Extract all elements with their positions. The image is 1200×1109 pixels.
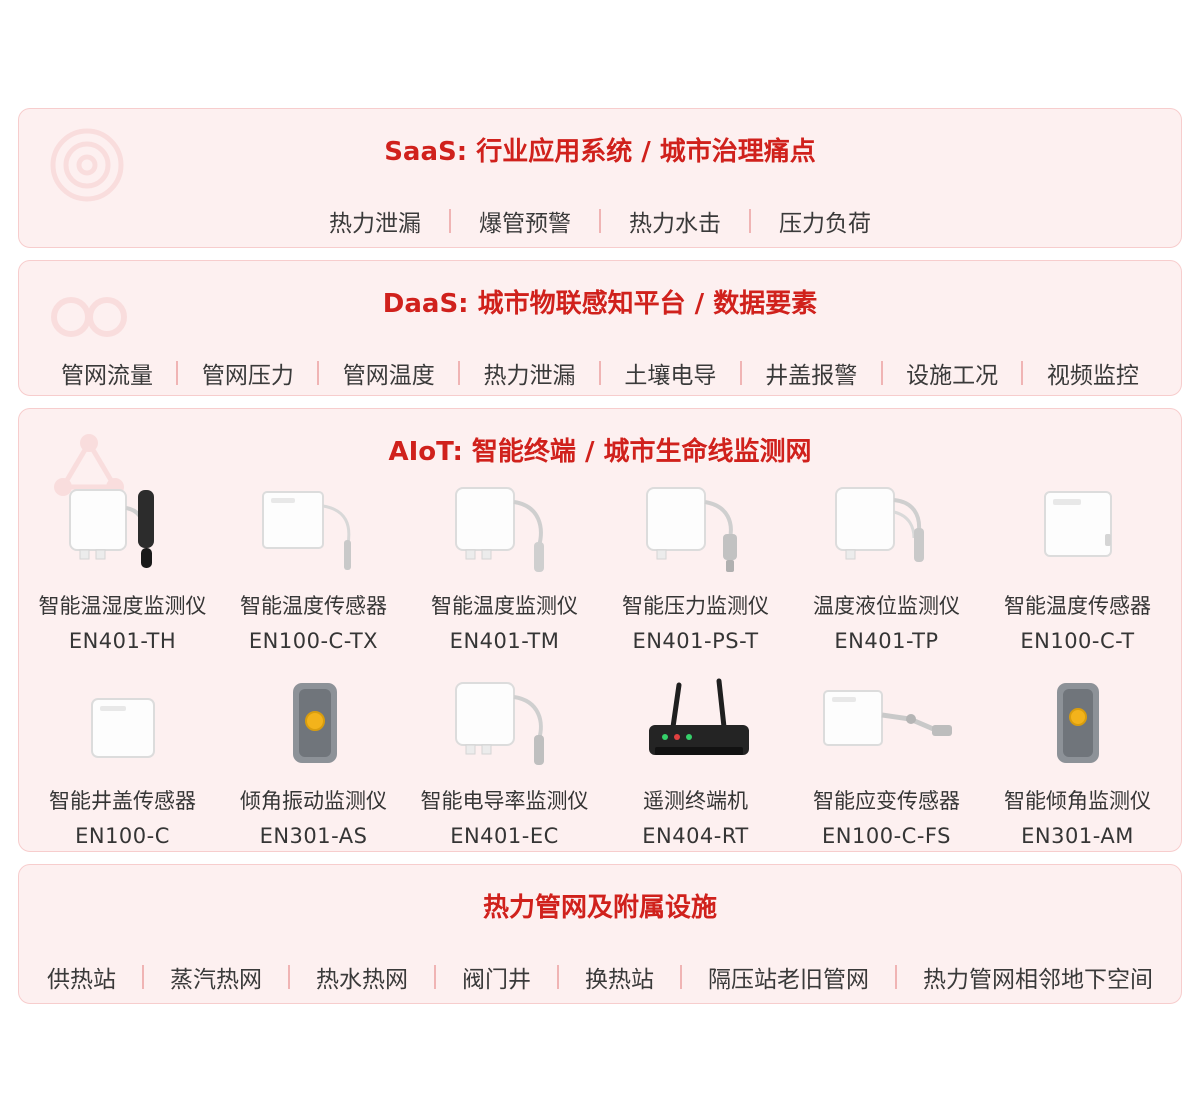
product-card: 智能温度传感器 EN100-C-TX — [218, 472, 409, 653]
product-name: 智能温度监测仪 — [431, 594, 578, 618]
saas-item: 爆管预警 — [479, 211, 571, 237]
device-image-pressure-monitor — [600, 478, 791, 578]
product-model: EN401-TP — [834, 629, 939, 653]
aiot-product-row-1: 智能温湿度监测仪 EN401-TH 智能温度传感器 EN100-C-TX — [19, 472, 1181, 653]
facility-item: 蒸汽热网 — [170, 967, 262, 993]
product-name: 倾角振动监测仪 — [240, 789, 387, 813]
product-model: EN301-AM — [1021, 824, 1134, 848]
product-model: EN100-C-FS — [822, 824, 951, 848]
product-model: EN100-C-TX — [248, 629, 379, 653]
product-name: 智能倾角监测仪 — [1004, 789, 1151, 813]
product-card: 倾角振动监测仪 EN301-AS — [218, 657, 409, 848]
saas-item: 压力负荷 — [779, 211, 871, 237]
facility-item: 热力管网相邻地下空间 — [923, 967, 1153, 993]
product-card: 智能温度监测仪 EN401-TM — [409, 472, 600, 653]
product-name: 智能电导率监测仪 — [420, 789, 589, 813]
product-name: 遥测终端机 — [643, 789, 748, 813]
separator — [739, 361, 742, 385]
aiot-title: AIoT: 智能终端 / 城市生命线监测网 — [388, 437, 812, 467]
daas-item: 井盖报警 — [765, 363, 858, 389]
separator — [749, 209, 751, 233]
product-card: 遥测终端机 EN404-RT — [600, 657, 791, 848]
device-image-tilt-monitor — [982, 673, 1173, 773]
product-card: 智能井盖传感器 EN100-C — [27, 657, 218, 848]
separator — [449, 209, 451, 233]
saas-panel: SaaS: 行业应用系统 / 城市治理痛点 热力泄漏 爆管预警 热力水击 压力负… — [18, 108, 1182, 248]
separator — [598, 361, 601, 385]
device-image-temp-monitor — [409, 478, 600, 578]
separator — [599, 209, 601, 233]
product-name: 智能井盖传感器 — [49, 789, 196, 813]
device-image-manhole-sensor — [27, 673, 218, 773]
device-image-temp-sensor-probe — [218, 478, 409, 578]
separator — [680, 965, 682, 989]
product-card: 智能温湿度监测仪 EN401-TH — [27, 472, 218, 653]
daas-item: 视频监控 — [1046, 363, 1139, 389]
product-model: EN301-AS — [259, 824, 368, 848]
product-name: 智能应变传感器 — [813, 789, 960, 813]
product-model: EN401-EC — [450, 824, 559, 848]
aiot-panel: AIoT: 智能终端 / 城市生命线监测网 智能温湿度监测仪 EN401-TH — [18, 408, 1182, 852]
separator — [434, 965, 436, 989]
daas-item: 设施工况 — [906, 363, 999, 389]
product-card: 智能电导率监测仪 EN401-EC — [409, 657, 600, 848]
facility-item: 阀门井 — [462, 967, 531, 993]
product-card: 智能压力监测仪 EN401-PS-T — [600, 472, 791, 653]
separator — [557, 965, 559, 989]
facility-item: 隔压站老旧管网 — [708, 967, 869, 993]
device-image-temp-sensor-panel — [982, 478, 1173, 578]
product-model: EN100-C — [75, 824, 170, 848]
facility-item: 供热站 — [47, 967, 116, 993]
saas-item: 热力水击 — [629, 211, 721, 237]
product-model: EN401-TH — [68, 629, 177, 653]
daas-item: 管网温度 — [342, 363, 435, 389]
daas-items: 管网流量 管网压力 管网温度 热力泄漏 土壤电导 井盖报警 设施工况 视频监控 — [19, 356, 1181, 390]
separator — [458, 361, 461, 385]
device-image-tilt-vibration-monitor — [218, 673, 409, 773]
product-name: 智能压力监测仪 — [622, 594, 769, 618]
product-model: EN404-RT — [642, 824, 749, 848]
separator — [288, 965, 290, 989]
facility-item: 热水热网 — [316, 967, 408, 993]
product-name: 智能温湿度监测仪 — [38, 594, 207, 618]
daas-title: DaaS: 城市物联感知平台 / 数据要素 — [382, 289, 818, 319]
facility-item: 换热站 — [585, 967, 654, 993]
facilities-panel: 热力管网及附属设施 供热站 蒸汽热网 热水热网 阀门井 换热站 隔压站老旧管网 … — [18, 864, 1182, 1004]
daas-item: 管网流量 — [61, 363, 153, 389]
product-card: 温度液位监测仪 EN401-TP — [791, 472, 982, 653]
separator — [317, 361, 320, 385]
separator — [880, 361, 883, 385]
daas-item: 热力泄漏 — [483, 363, 576, 389]
device-image-temp-humidity-monitor — [27, 478, 218, 578]
separator — [895, 965, 897, 989]
product-name: 智能温度传感器 — [1004, 594, 1151, 618]
product-card: 智能温度传感器 EN100-C-T — [982, 472, 1173, 653]
saas-item: 热力泄漏 — [329, 211, 421, 237]
saas-title: SaaS: 行业应用系统 / 城市治理痛点 — [384, 137, 816, 167]
product-card: 智能应变传感器 EN100-C-FS — [791, 657, 982, 848]
product-name: 温度液位监测仪 — [813, 594, 960, 618]
device-image-conductivity-monitor — [409, 673, 600, 773]
daas-item: 土壤电导 — [624, 363, 717, 389]
product-model: EN100-C-T — [1020, 629, 1135, 653]
device-image-telemetry-terminal — [600, 673, 791, 773]
saas-items: 热力泄漏 爆管预警 热力水击 压力负荷 — [19, 204, 1181, 238]
separator — [176, 361, 179, 385]
product-name: 智能温度传感器 — [240, 594, 387, 618]
separator — [142, 965, 144, 989]
product-card: 智能倾角监测仪 EN301-AM — [982, 657, 1173, 848]
aiot-product-row-2: 智能井盖传感器 EN100-C 倾角振动监测仪 EN301-AS — [19, 657, 1181, 848]
daas-item: 管网压力 — [201, 363, 294, 389]
device-image-temp-level-monitor — [791, 478, 982, 578]
separator — [1021, 361, 1024, 385]
device-image-strain-sensor — [791, 673, 982, 773]
facilities-items: 供热站 蒸汽热网 热水热网 阀门井 换热站 隔压站老旧管网 热力管网相邻地下空间 — [19, 960, 1181, 994]
product-model: EN401-PS-T — [632, 629, 759, 653]
product-model: EN401-TM — [449, 629, 560, 653]
daas-panel: DaaS: 城市物联感知平台 / 数据要素 管网流量 管网压力 管网温度 热力泄… — [18, 260, 1182, 396]
facilities-title: 热力管网及附属设施 — [482, 893, 717, 923]
